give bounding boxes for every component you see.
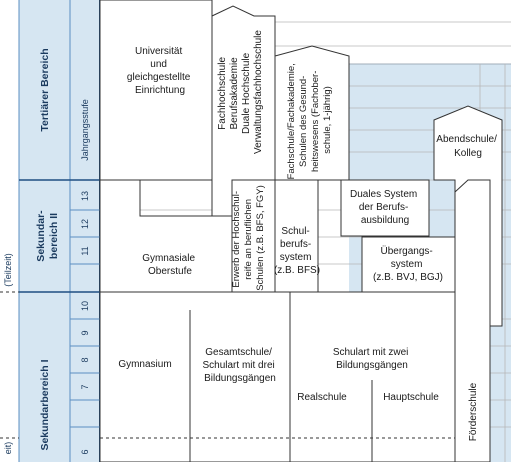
erwerb-label: Erwerb der Hochschul- reife an beruflich…	[231, 185, 266, 291]
fachhochschule-label: Fachhochschule Berufsakademie Duale Hoch…	[217, 30, 264, 154]
gesamtschule-label: Gesamtschule/ Schulart mit drei Bildungs…	[202, 347, 277, 384]
grade-column	[70, 0, 100, 462]
dashed-lines	[100, 291, 455, 439]
duales-system-box	[340, 179, 430, 237]
jahrgangsstufe-label: Jahrgangsstufe	[80, 99, 90, 161]
section-sek2-line2: bereich II	[48, 213, 60, 259]
grade-12: 12	[80, 219, 90, 229]
uebergangssystem-label: Übergangs- system (z.B. BVJ, BGJ)	[373, 245, 443, 283]
grade-13: 13	[80, 191, 90, 201]
schulart-zwei-label: Schulart mit zwei Bildungsgängen	[333, 347, 411, 371]
section-label-column	[19, 0, 70, 462]
realschule-label: Realschule	[297, 392, 347, 403]
schulberufssystem-box	[274, 179, 319, 293]
foerderschule-label: Förderschule	[468, 382, 479, 441]
grade-8: 8	[80, 357, 90, 362]
erwerb-box	[231, 179, 276, 293]
sek1-area	[99, 291, 456, 462]
foerderschule-box	[454, 179, 491, 462]
grade-7: 7	[80, 384, 90, 389]
section-tertiaer: Tertiärer Bereich	[39, 48, 51, 131]
gymnasiale-oberstufe-label: Gymnasiale Oberstufe	[142, 253, 198, 277]
grade-6: 6	[80, 449, 90, 454]
abendschule-label: Abendschule/ Kolleg	[436, 134, 499, 159]
teilzeit-label-bottom: eit)	[3, 442, 13, 455]
far-left-column	[0, 0, 19, 462]
teilzeit-label-top: (Teilzeit)	[3, 253, 13, 287]
fachschule-box	[274, 45, 350, 181]
grade-11: 11	[80, 246, 90, 255]
diagram-shapes	[99, 0, 503, 462]
fachschule-label: Fachschule/Fachakademie, Schulen des Ges…	[286, 61, 333, 180]
section-sek2-line1: Sekundar-	[35, 210, 47, 262]
sek1-dividers	[189, 292, 373, 462]
section-sek1: Sekundarbereich I	[39, 359, 51, 450]
grade-10: 10	[80, 301, 90, 311]
duales-system-label: Duales System der Berufs- ausbildung	[350, 189, 420, 226]
universitaet-box	[99, 0, 213, 181]
universitaet-label: Universität und gleichgestellte Einricht…	[127, 46, 193, 96]
uebergangssystem-box	[361, 236, 456, 293]
grade-9: 9	[80, 330, 90, 335]
schulberufssystem-label: Schul- berufs- system (z.B. BFS)	[274, 226, 320, 276]
hauptschule-label: Hauptschule	[383, 392, 439, 403]
gymnasium-label: Gymnasium	[118, 359, 171, 370]
